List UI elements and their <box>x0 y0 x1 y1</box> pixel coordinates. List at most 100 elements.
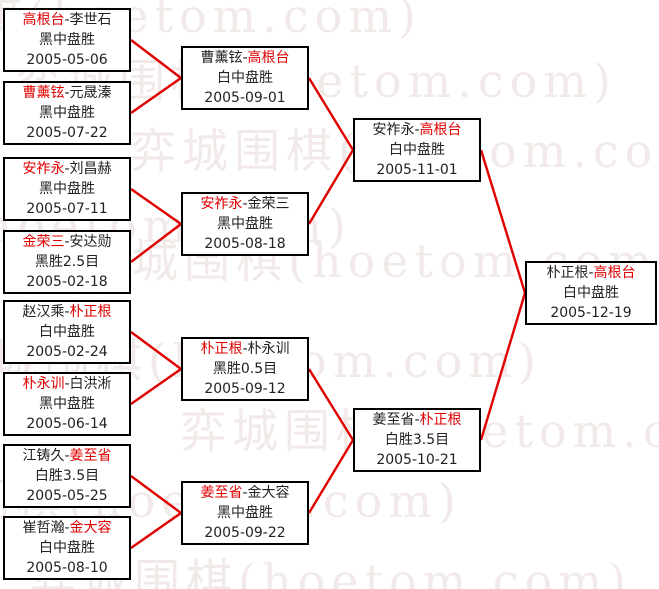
match-date: 2005-11-01 <box>376 162 458 178</box>
player2-name: 高根台 <box>593 265 636 281</box>
match-players: 朴正根-朴永训 <box>183 339 307 359</box>
players-separator: - <box>64 376 70 392</box>
connector-line <box>479 149 527 294</box>
player2-name: 朴永训 <box>247 341 290 357</box>
match-players: 安祚永-高根台 <box>355 120 479 140</box>
match-date: 2005-09-22 <box>204 525 286 541</box>
round2-match-2: 安祚永-金荣三 黑中盘胜 2005-08-18 <box>181 192 309 256</box>
match-result: 白中盘胜 <box>217 70 273 86</box>
round2-match-3: 朴正根-朴永训 黑胜0.5目 2005-09-12 <box>181 337 309 401</box>
match-date: 2005-02-24 <box>26 344 108 360</box>
connector-line <box>130 39 182 79</box>
match-date: 2005-07-11 <box>26 201 108 217</box>
round1-match-3: 安祚永-刘昌赫 黑中盘胜 2005-07-11 <box>3 157 131 221</box>
match-date: 2005-05-06 <box>26 52 108 68</box>
match-date: 2005-09-12 <box>204 381 286 397</box>
match-date: 2005-12-19 <box>550 305 632 321</box>
connector-line <box>307 77 355 151</box>
match-players: 姜至省-金大容 <box>183 483 307 503</box>
player1-name: 赵汉乘 <box>22 304 65 320</box>
player2-name: 高根台 <box>247 50 290 66</box>
players-separator: - <box>242 341 248 357</box>
player1-name: 姜至省 <box>372 412 415 428</box>
round2-match-4: 姜至省-金大容 黑中盘胜 2005-09-22 <box>181 481 309 545</box>
match-date: 2005-08-18 <box>204 236 286 252</box>
match-players: 高根台-李世石 <box>5 10 129 30</box>
connector-line <box>130 331 182 370</box>
round1-match-6: 朴永训-白洪淅 黑中盘胜 2005-06-14 <box>3 372 131 436</box>
player2-name: 元晟溱 <box>69 85 112 101</box>
round1-match-5: 赵汉乘-朴正根 白中盘胜 2005-02-24 <box>3 300 131 364</box>
match-date: 2005-09-01 <box>204 90 286 106</box>
match-players: 安祚永-刘昌赫 <box>5 159 129 179</box>
match-date: 2005-07-22 <box>26 125 108 141</box>
players-separator: - <box>64 448 70 464</box>
semifinal-match-2: 姜至省-朴正根 白胜3.5目 2005-10-21 <box>353 408 481 472</box>
match-players: 崔哲瀚-金大容 <box>5 518 129 538</box>
connector-line <box>479 292 527 441</box>
match-players: 金荣三-安达勋 <box>5 232 129 252</box>
player1-name: 朴永训 <box>22 376 65 392</box>
players-separator: - <box>414 412 420 428</box>
match-result: 白中盘胜 <box>389 142 445 158</box>
players-separator: - <box>414 122 420 138</box>
players-separator: - <box>242 196 248 212</box>
match-result: 黑中盘胜 <box>39 105 95 121</box>
match-result: 黑胜2.5目 <box>34 254 100 270</box>
final-match: 朴正根-高根台 白中盘胜 2005-12-19 <box>525 261 657 325</box>
match-result: 白中盘胜 <box>39 540 95 556</box>
round1-match-1: 高根台-李世石 黑中盘胜 2005-05-06 <box>3 8 131 72</box>
player2-name: 高根台 <box>419 122 462 138</box>
match-result: 黑中盘胜 <box>217 505 273 521</box>
round1-match-2: 曹薰铉-元晟溱 黑中盘胜 2005-07-22 <box>3 81 131 145</box>
player1-name: 朴正根 <box>200 341 243 357</box>
round1-match-4: 金荣三-安达勋 黑胜2.5目 2005-02-18 <box>3 230 131 294</box>
connector-line <box>130 77 182 114</box>
match-players: 安祚永-金荣三 <box>183 194 307 214</box>
connector-line <box>130 475 182 514</box>
match-result: 黑中盘胜 <box>217 216 273 232</box>
players-separator: - <box>64 234 70 250</box>
player2-name: 金大容 <box>69 520 112 536</box>
match-date: 2005-05-25 <box>26 488 108 504</box>
player2-name: 金荣三 <box>247 196 290 212</box>
match-date: 2005-10-21 <box>376 452 458 468</box>
match-result: 白中盘胜 <box>39 324 95 340</box>
player2-name: 李世石 <box>69 12 112 28</box>
players-separator: - <box>242 50 248 66</box>
connector-line <box>307 439 355 514</box>
round2-match-1: 曹薰铉-高根台 白中盘胜 2005-09-01 <box>181 46 309 110</box>
player1-name: 崔哲瀚 <box>22 520 65 536</box>
match-result: 白中盘胜 <box>563 285 619 301</box>
match-players: 曹薰铉-高根台 <box>183 48 307 68</box>
round1-match-7: 江铸久-姜至省 白胜3.5目 2005-05-25 <box>3 444 131 508</box>
connector-line <box>307 149 355 225</box>
players-separator: - <box>64 304 70 320</box>
player2-name: 朴正根 <box>419 412 462 428</box>
player2-name: 朴正根 <box>69 304 112 320</box>
player2-name: 安达勋 <box>69 234 112 250</box>
players-separator: - <box>242 485 248 501</box>
player1-name: 金荣三 <box>22 234 65 250</box>
connector-line <box>307 368 355 441</box>
players-separator: - <box>64 520 70 536</box>
match-players: 江铸久-姜至省 <box>5 446 129 466</box>
player1-name: 安祚永 <box>22 161 65 177</box>
match-date: 2005-02-18 <box>26 274 108 290</box>
semifinal-match-1: 安祚永-高根台 白中盘胜 2005-11-01 <box>353 118 481 182</box>
player2-name: 金大容 <box>247 485 290 501</box>
players-separator: - <box>64 12 70 28</box>
player2-name: 姜至省 <box>69 448 112 464</box>
player2-name: 白洪淅 <box>69 376 112 392</box>
player1-name: 朴正根 <box>546 265 589 281</box>
connector-line <box>130 188 182 225</box>
player1-name: 曹薰铉 <box>22 85 65 101</box>
players-separator: - <box>64 85 70 101</box>
player1-name: 高根台 <box>22 12 65 28</box>
match-date: 2005-06-14 <box>26 416 108 432</box>
connector-line <box>130 512 182 549</box>
player1-name: 安祚永 <box>372 122 415 138</box>
match-result: 黑中盘胜 <box>39 181 95 197</box>
